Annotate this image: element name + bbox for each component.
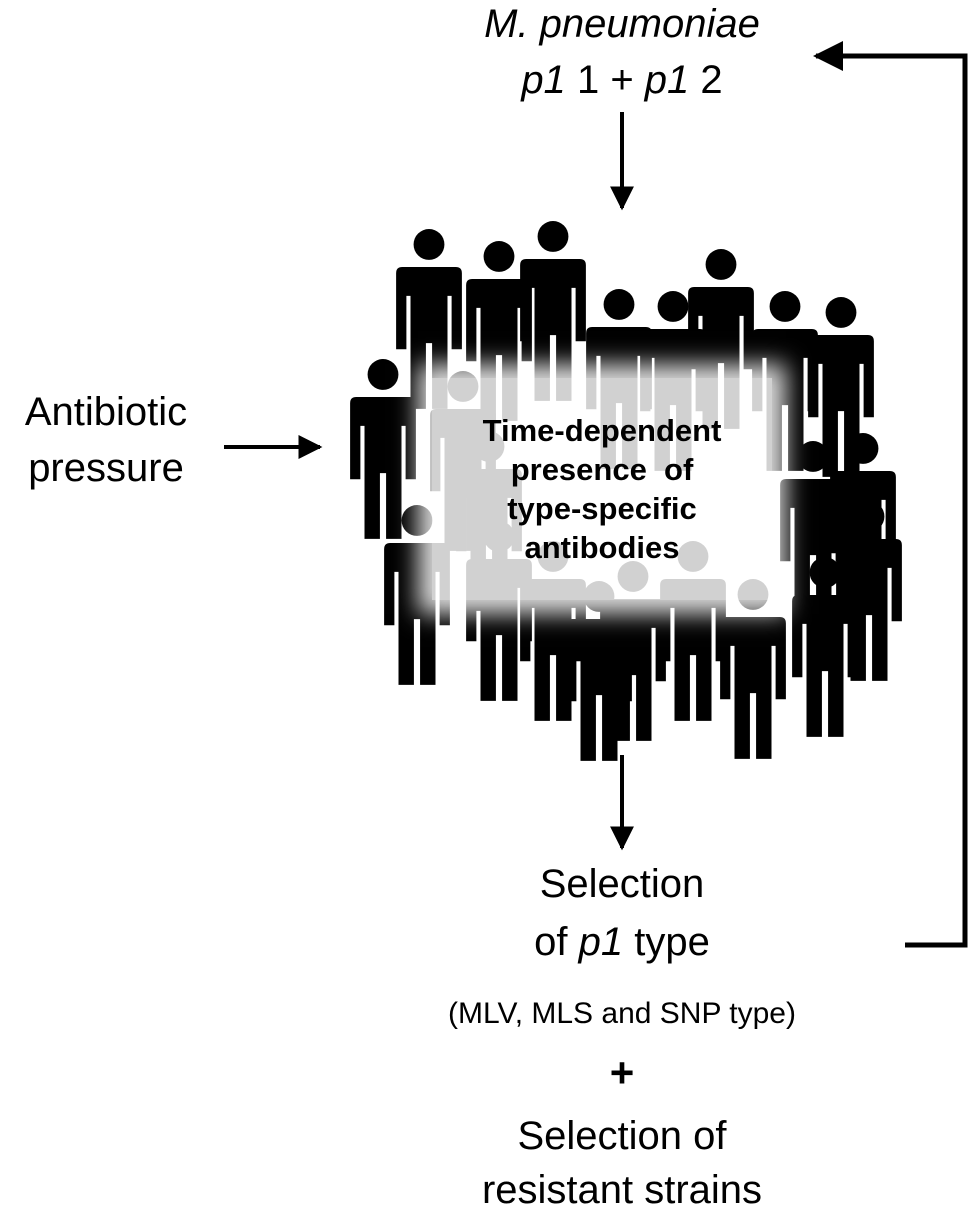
- selection-type-prefix: of: [534, 920, 568, 964]
- selection-resistant-line1: Selection of: [517, 1114, 727, 1158]
- selection-type-detail: (MLV, MLS and SNP type): [448, 997, 796, 1030]
- person-icon: [720, 579, 786, 759]
- plus-symbol: +: [610, 58, 634, 102]
- selection-type-line1: Selection: [539, 862, 705, 906]
- antibody-label-line4: antibodies: [524, 530, 680, 566]
- feedback-arrow-selection-to-pathogen: [813, 41, 968, 948]
- gene-a: p1: [521, 58, 566, 102]
- gene-b-number: 2: [700, 58, 723, 102]
- antibiotic-label-line1: Antibiotic: [24, 390, 188, 434]
- pathogen-name: M. pneumoniae: [484, 2, 760, 46]
- antibody-label-line2: presence of: [510, 451, 694, 487]
- gene-b: p1: [644, 58, 690, 102]
- gene-a-number: 1: [576, 58, 600, 102]
- antibiotic-label-line2: pressure: [28, 446, 184, 490]
- pathogen-type-line: p1 1 + p1 2: [452, 56, 792, 104]
- combine-plus-sign: +: [609, 1049, 635, 1096]
- selection-resistant-line2: resistant strains: [481, 1168, 763, 1212]
- selection-type-gene: p1: [578, 920, 624, 964]
- person-icon: [520, 221, 586, 401]
- antibody-label-line3: type-specific: [507, 491, 697, 526]
- antibody-label-line1: Time-dependent: [482, 412, 722, 448]
- selection-type-line2: of p1 type: [442, 918, 802, 966]
- selection-type-suffix: type: [634, 920, 710, 964]
- antibody-label-box: Time-dependent presence of type-specific…: [432, 378, 772, 600]
